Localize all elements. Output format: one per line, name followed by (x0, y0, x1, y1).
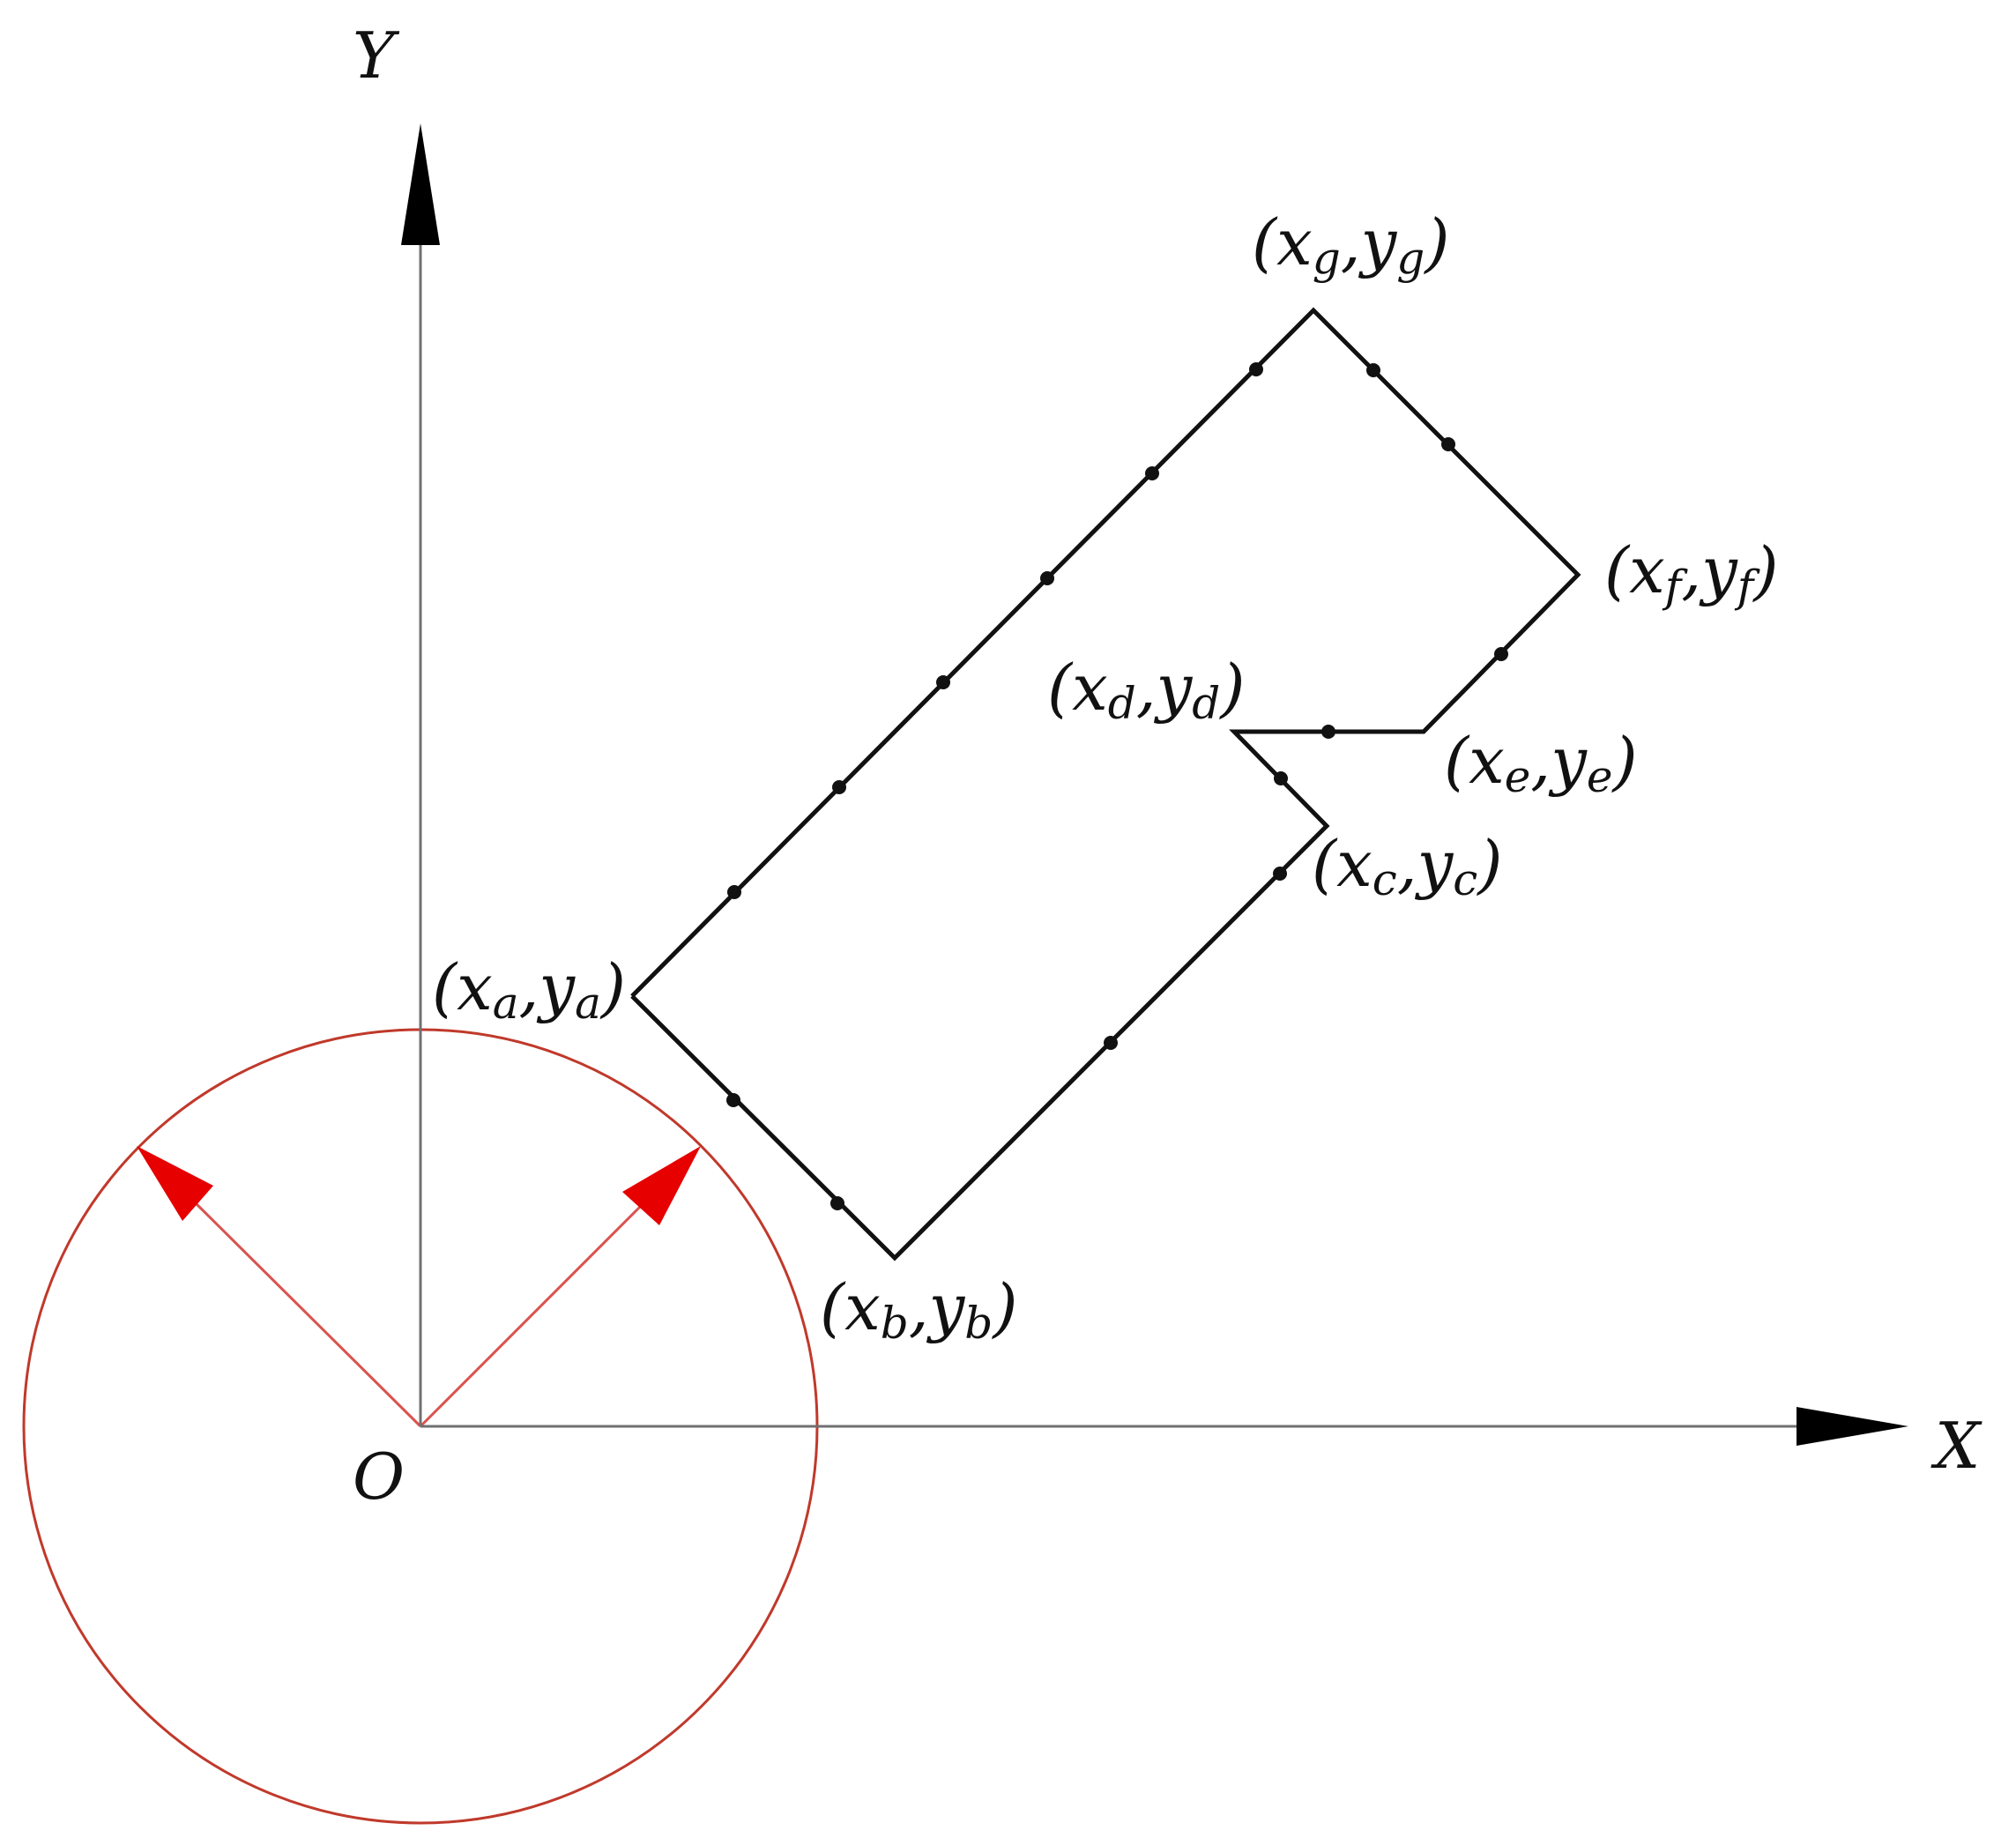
x-axis-arrowhead (1797, 1407, 1908, 1446)
axes (401, 123, 1908, 1446)
dot (1249, 362, 1263, 376)
edge-dots (726, 362, 1508, 1210)
dot (1274, 771, 1288, 785)
point-label-f: (xf,yf) (1604, 533, 1778, 612)
dot (1040, 571, 1054, 585)
dot (830, 1196, 844, 1210)
y-axis-arrowhead (401, 123, 440, 245)
dot (1494, 647, 1508, 661)
arrow-left-head (137, 1146, 213, 1221)
dot (1145, 466, 1159, 480)
dot (832, 780, 846, 794)
point-label-b: (xb,yb) (820, 1270, 1017, 1349)
origin-label: O (353, 1440, 405, 1514)
point-label-a: (xa,ya) (432, 950, 626, 1029)
x-axis-label: X (1930, 1409, 1983, 1483)
red-arrows (137, 1146, 701, 1428)
dot (1441, 437, 1455, 451)
point-label-g: (xg,yg) (1252, 205, 1449, 284)
arrow-left-shaft (188, 1195, 422, 1428)
point-label-d: (xd,yd) (1047, 651, 1245, 729)
dot (1273, 867, 1287, 881)
dot (1366, 363, 1380, 377)
point-label-e: (xe,ye) (1444, 724, 1638, 802)
dot (726, 1093, 740, 1107)
point-label-c: (xc,yc) (1312, 827, 1502, 905)
dot (727, 885, 741, 899)
arrow-right-head (622, 1146, 701, 1225)
dot (1321, 725, 1335, 739)
arrow-right-shaft (419, 1202, 645, 1428)
trajectory-polygon (630, 307, 1581, 1261)
y-axis-label: Y (353, 19, 400, 93)
dot (1104, 1036, 1118, 1050)
dot (936, 675, 950, 689)
